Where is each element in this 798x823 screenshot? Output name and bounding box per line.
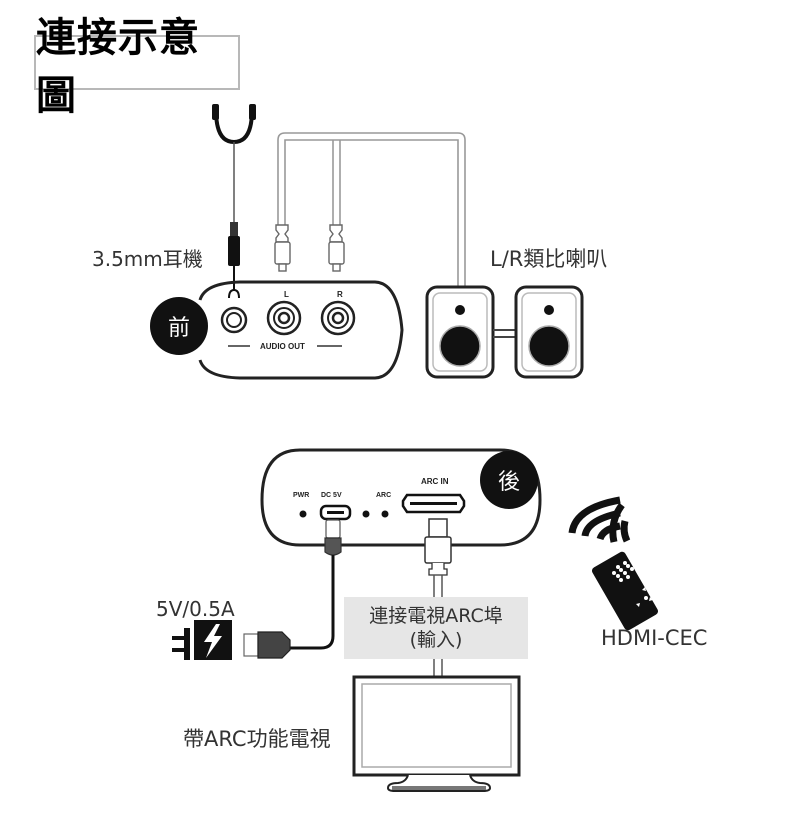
arc-port-note-line2: (輸入) [409, 629, 463, 651]
front-badge: 前 [150, 297, 208, 355]
pwr-led [299, 510, 307, 518]
port-label-pwr: PWR [293, 492, 309, 499]
port-label-l: L [284, 290, 289, 299]
speaker-right [514, 285, 584, 379]
title-box: 連接示意圖 [34, 15, 240, 119]
remote-label: HDMI-CEC [601, 626, 708, 650]
hdmi-cable [424, 518, 452, 677]
power-adapter-icon [172, 620, 232, 660]
rca-plug-right [328, 224, 345, 272]
rca-jack-left [266, 300, 302, 336]
arc-port-note: 連接電視ARC埠 (輸入) [344, 597, 528, 659]
speaker-left [425, 285, 495, 379]
front-badge-text: 前 [167, 316, 190, 341]
remote-control-icon [568, 496, 658, 631]
port-label-r: R [337, 290, 343, 299]
headphones-icon [212, 104, 256, 225]
rca-plug-left [274, 224, 291, 272]
port-label-arc-in: ARC IN [421, 477, 449, 486]
arc-port-note-line1: 連接電視ARC埠 [369, 605, 503, 627]
diagram-title: 連接示意圖 [36, 14, 200, 119]
usb-plug [243, 631, 291, 659]
audio-out-label: AUDIO OUT [260, 342, 305, 351]
headphone-label: 3.5mm耳機 [92, 247, 203, 271]
front-device: L R AUDIO OUT [198, 280, 404, 380]
back-device: PWR DC 5V ARC ARC IN [260, 448, 542, 547]
power-label: 5V/0.5A [156, 597, 235, 621]
tv-label: 帶ARC功能電視 [183, 727, 331, 751]
headphone-plug [228, 222, 240, 290]
rca-cables [277, 132, 466, 290]
speaker-label: L/R類比喇叭 [490, 247, 608, 271]
dc-cable [290, 519, 342, 650]
back-badge: 後 [480, 451, 538, 509]
back-badge-text: 後 [497, 470, 520, 495]
arc-led-1 [362, 510, 370, 518]
rca-jack-right [320, 300, 356, 336]
speaker-link-cable [493, 329, 516, 338]
port-label-dc: DC 5V [321, 492, 342, 499]
port-label-arc: ARC [376, 492, 391, 499]
tv-icon [352, 675, 521, 792]
wifi-signal-icon [609, 502, 631, 543]
headphone-jack-icon [220, 288, 248, 334]
arc-led-2 [381, 510, 389, 518]
